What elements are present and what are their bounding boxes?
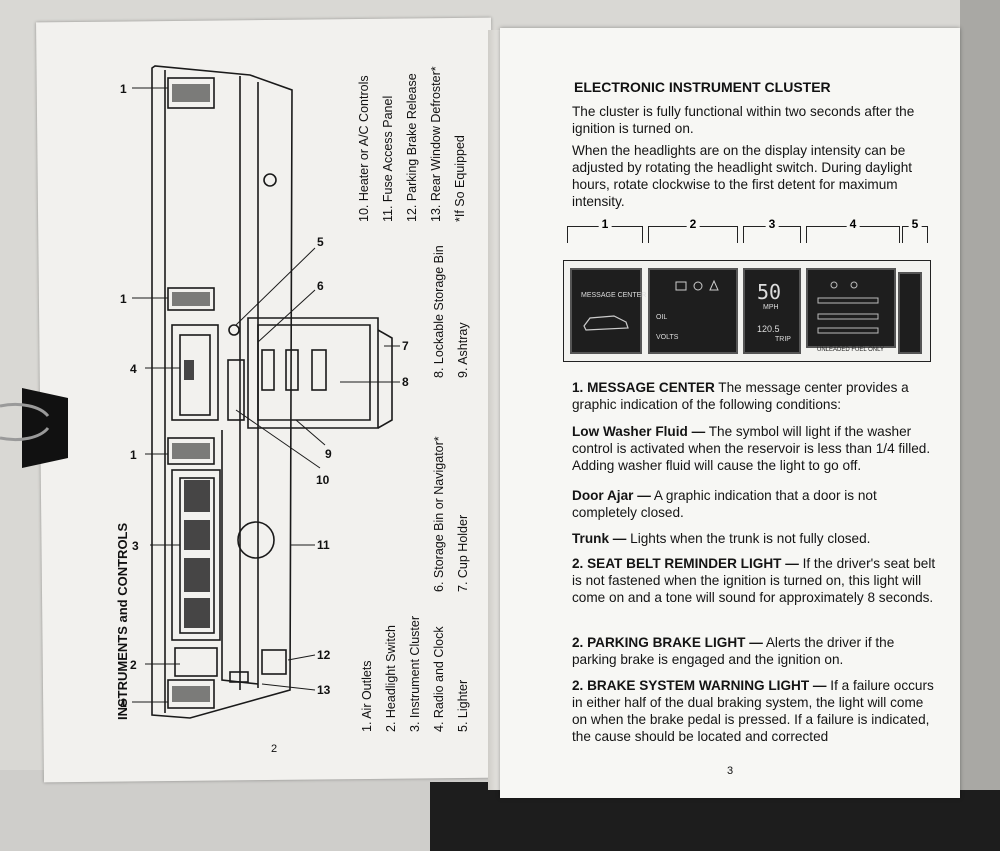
section-text: The message center provides a graphic in…	[572, 380, 909, 412]
callout-8: 8	[402, 375, 409, 389]
bracket-label: 4	[846, 217, 860, 231]
legend-item: 12. Parking Brake Release	[405, 73, 419, 222]
section-heading: 2. SEAT BELT REMINDER LIGHT —	[572, 556, 799, 571]
section-text: If the driver's seat belt is not fastene…	[572, 556, 936, 605]
callout-1d: 1	[120, 696, 127, 710]
callout-12: 12	[317, 648, 331, 662]
message-center-display: MESSAGE CENTER	[570, 268, 646, 354]
bracket-2: 2	[648, 217, 738, 243]
intro-paragraph-1: The cluster is fully functional within t…	[572, 104, 915, 136]
right-page-number: 3	[727, 765, 734, 777]
legend-item: 10. Heater or A/C Controls	[357, 75, 371, 222]
bracket-3: 3	[743, 217, 801, 243]
callout-5: 5	[317, 235, 324, 249]
callout-1b: 1	[120, 292, 127, 306]
legend-column-c: 8. Lockable Storage Bin 9. Ashtray	[427, 245, 475, 378]
legend-column-a: 1. Air Outlets 2. Headlight Switch 3. In…	[355, 616, 475, 732]
left-page-number: 2	[271, 743, 278, 755]
legend-item: 7. Cup Holder	[456, 514, 470, 592]
car-outline-icon	[583, 315, 629, 331]
callout-10: 10	[316, 473, 330, 487]
section-title: ELECTRONIC INSTRUMENT CLUSTER	[574, 79, 831, 95]
legend-column-b: 6. Storage Bin or Navigator* 7. Cup Hold…	[427, 436, 475, 592]
trunk-section: Trunk — Lights when the trunk is not ful…	[572, 530, 938, 547]
volts-label: VOLTS	[656, 334, 679, 341]
section-heading: 2. BRAKE SYSTEM WARNING LIGHT —	[572, 678, 827, 693]
callout-4: 4	[130, 362, 137, 376]
right-page	[500, 28, 960, 798]
binder-clip	[0, 388, 68, 468]
callout-13: 13	[317, 683, 331, 697]
intro-paragraph-2: When the headlights are on the display i…	[572, 143, 913, 209]
legend-item: 5. Lighter	[456, 679, 470, 732]
speed-readout: 50	[757, 280, 782, 304]
right-background	[960, 0, 1000, 790]
legend-item: 11. Fuse Access Panel	[381, 95, 395, 222]
callout-2: 2	[130, 658, 137, 672]
section-text: The symbol will light if the washer cont…	[572, 424, 931, 473]
left-page-title: INSTRUMENTS and CONTROLS	[115, 522, 130, 720]
message-center-section: 1. MESSAGE CENTER The message center pro…	[572, 379, 938, 413]
door-ajar-section: Door Ajar — A graphic indication that a …	[572, 487, 938, 521]
low-washer-section: Low Washer Fluid — The symbol will light…	[572, 423, 938, 474]
legend-item: 9. Ashtray	[456, 322, 470, 378]
parking-brake-section: 2. PARKING BRAKE LIGHT — Alerts the driv…	[572, 634, 938, 668]
section-text: Alerts the driver if the parking brake i…	[572, 635, 895, 667]
speed-unit: MPH	[763, 304, 779, 311]
section-text: Lights when the trunk is not fully close…	[626, 531, 871, 546]
callout-7: 7	[402, 339, 409, 353]
legend-item: 4. Radio and Clock	[432, 626, 446, 732]
legend-item: 8. Lockable Storage Bin	[432, 245, 446, 378]
callout-6: 6	[317, 279, 324, 293]
section-heading: Trunk —	[572, 531, 627, 546]
warning-lights-display: OIL VOLTS	[648, 268, 738, 354]
oil-label: OIL	[656, 314, 668, 321]
legend-item: *If So Equipped	[453, 135, 467, 222]
bracket-label: 2	[686, 217, 700, 231]
section-heading: 2. PARKING BRAKE LIGHT —	[572, 635, 763, 650]
section-heading: Door Ajar —	[572, 488, 651, 503]
legend-item: 3. Instrument Cluster	[408, 615, 422, 732]
seat-belt-section: 2. SEAT BELT REMINDER LIGHT — If the dri…	[572, 555, 938, 606]
section-text: A graphic indication that a door is not …	[572, 488, 877, 520]
bracket-label: 3	[765, 217, 779, 231]
bracket-5-display	[898, 272, 922, 354]
legend-item: 13. Rear Window Defroster*	[429, 66, 443, 222]
message-center-label: MESSAGE CENTER	[581, 292, 647, 299]
section-heading: Low Washer Fluid —	[572, 424, 706, 439]
odometer-readout: 120.5	[757, 324, 780, 334]
bracket-label: 1	[598, 217, 612, 231]
callout-1c: 1	[130, 448, 137, 462]
brake-system-section: 2. BRAKE SYSTEM WARNING LIGHT — If a fai…	[572, 677, 938, 745]
callout-1a: 1	[120, 82, 127, 96]
trip-label: TRIP	[775, 336, 791, 343]
legend-item: 2. Headlight Switch	[384, 624, 398, 732]
bracket-1: 1	[567, 217, 643, 243]
bracket-label: 5	[908, 217, 922, 231]
bracket-4: 4	[806, 217, 900, 243]
speedometer-display: 50 MPH 120.5 TRIP	[743, 268, 801, 354]
legend-item: 1. Air Outlets	[360, 660, 374, 732]
callout-11: 11	[317, 538, 330, 552]
gauges-display	[806, 268, 896, 348]
legend-column-d: 10. Heater or A/C Controls 11. Fuse Acce…	[352, 66, 472, 222]
bracket-5: 5	[902, 217, 928, 243]
section-heading: 1. MESSAGE CENTER	[572, 380, 715, 395]
dashboard-illustration: 1 1 4 1 3 2 1 5 6 7 8 9 10 11 12 13	[120, 65, 409, 719]
warning-icons	[675, 279, 719, 291]
callout-3: 3	[132, 539, 139, 553]
gauge-bars	[817, 281, 879, 334]
legend-item: 6. Storage Bin or Navigator*	[432, 436, 446, 592]
fuel-note: UNLEADED FUEL ONLY	[817, 347, 885, 353]
section-text: If a failure occurs in either half of th…	[572, 678, 934, 744]
callout-9: 9	[325, 447, 332, 461]
